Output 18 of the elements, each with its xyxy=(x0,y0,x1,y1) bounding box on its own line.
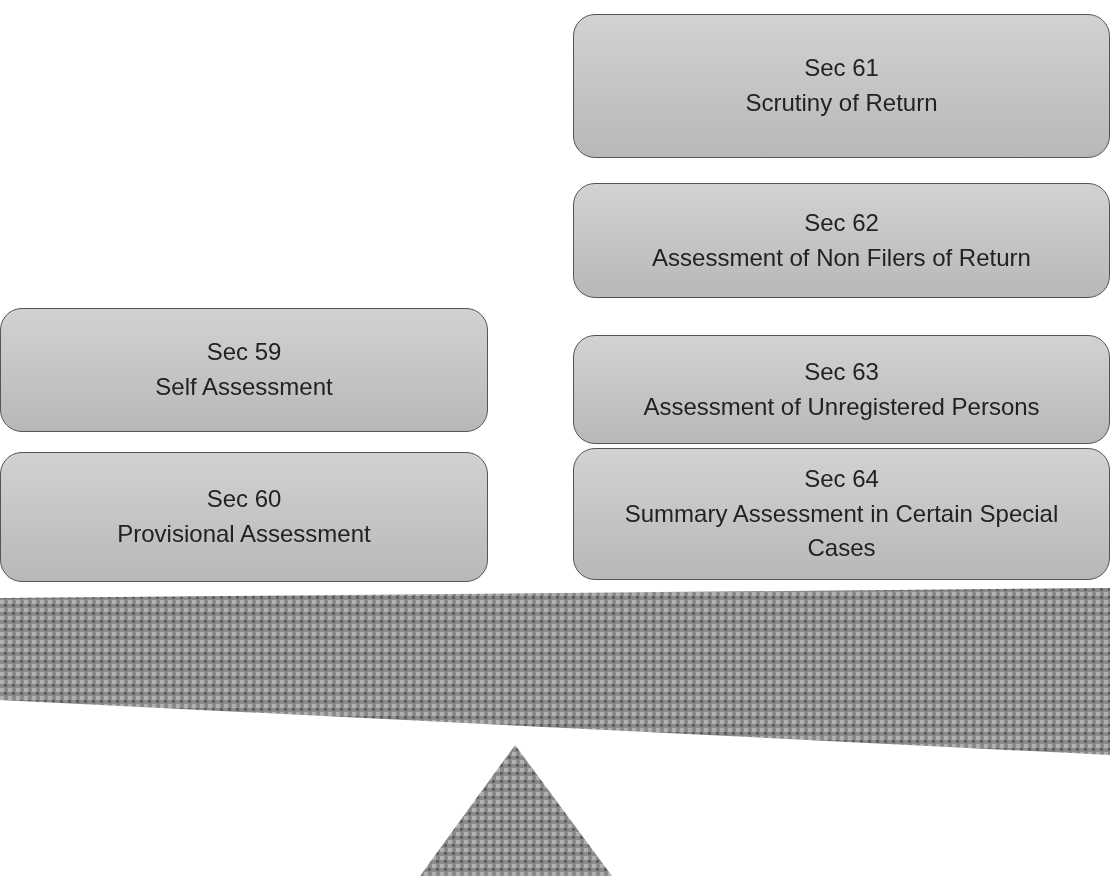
rounded-box xyxy=(573,335,1110,444)
section-title: Assessment of Non Filers of Return xyxy=(652,242,1031,273)
section-title: Self Assessment xyxy=(155,372,333,402)
section-title: Summary Assessment in Certain Special Cases xyxy=(623,498,1060,564)
section-number: Sec 63 xyxy=(804,356,879,387)
section-number: Sec 60 xyxy=(206,484,282,515)
section-number: Sec 64 xyxy=(804,463,879,494)
section-number: Sec 61 xyxy=(804,53,879,84)
section-title: Scrutiny of Return xyxy=(745,88,938,118)
section-title: Provisional Assessment xyxy=(117,519,371,549)
rounded-box xyxy=(0,308,488,432)
section-title: Assessment of Unregistered Persons xyxy=(643,391,1040,422)
section-number: Sec 62 xyxy=(804,207,879,238)
rounded-box xyxy=(573,183,1110,298)
rounded-box xyxy=(0,452,488,582)
rounded-box xyxy=(573,14,1110,158)
section-number: Sec 59 xyxy=(206,337,282,368)
rounded-box xyxy=(573,448,1110,580)
